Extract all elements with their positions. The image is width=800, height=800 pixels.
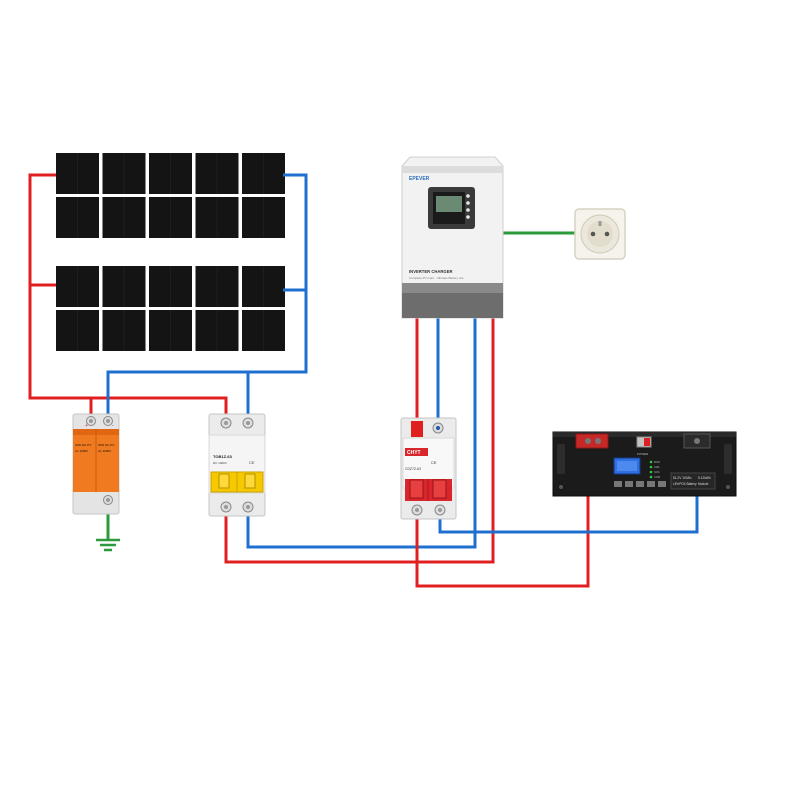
pv-breaker-model: TOB1Z-63 xyxy=(213,454,233,459)
battery-spec-line: 5.12kWh xyxy=(698,476,711,480)
inverter-subtitle: Complete PV input · Ultimate Battery Lit… xyxy=(409,276,464,280)
battery-spec-line: 51.2V 100Ah xyxy=(673,476,692,480)
battery-port xyxy=(636,481,644,487)
battery-breaker-brand: CHYT xyxy=(407,450,421,456)
spd-minus-label: - xyxy=(112,423,114,429)
spd-plus-label: + xyxy=(85,423,88,429)
battery-handle-right xyxy=(724,444,732,474)
spd-module-spec: Uc 1000V xyxy=(75,449,88,453)
breaker-to-battery-positive xyxy=(415,447,590,588)
solar-panel xyxy=(55,153,285,239)
inverter-charger: EPEVER INVERTER CHARGER Complete PV inpu… xyxy=(401,156,504,319)
spd-module-label: SPD DC-PV xyxy=(75,443,91,447)
inverter-brand: EPEVER xyxy=(409,176,430,182)
lithium-battery: POWER RUN ALM SOC COM 51.2V 100Ah LiFePO… xyxy=(552,431,737,497)
socket-icon xyxy=(574,208,626,260)
battery-spec-line: Module xyxy=(698,482,709,486)
battery-indicator-label: RUN xyxy=(654,460,660,464)
breaker-positive-terminal xyxy=(411,421,423,437)
inverter-name-label: INVERTER CHARGER xyxy=(409,269,453,274)
pv-breaker-ce: CE xyxy=(249,460,255,465)
inverter-button-icon[interactable] xyxy=(466,201,470,205)
pv-to-breaker-positive-wire xyxy=(91,396,228,420)
battery-handle-left xyxy=(557,444,565,474)
inverter-button-icon[interactable] xyxy=(466,215,470,219)
battery-positive-terminal xyxy=(575,433,609,449)
battery-power-label: POWER xyxy=(637,452,649,456)
battery-breaker-model: CDZ7Z-63 xyxy=(405,467,421,471)
spd-module-spec: Uc 1000V xyxy=(98,449,111,453)
battery-breaker-toggle[interactable] xyxy=(432,479,447,499)
spd-module-label: SPD DC-PV xyxy=(98,443,114,447)
battery-indicator-label: ALM xyxy=(654,465,659,469)
ground-icon xyxy=(96,538,120,552)
battery-indicator-label: SOC xyxy=(654,470,660,474)
battery-port xyxy=(625,481,633,487)
battery-port xyxy=(647,481,655,487)
pv-breaker-toggle[interactable] xyxy=(244,473,256,489)
inverter-lcd xyxy=(436,196,462,212)
battery-spec-line: LiFePO4 Battery xyxy=(673,482,697,486)
pv-dc-breaker: TOB1Z-63 DC 1000V CE xyxy=(208,413,266,517)
pv-breaker-spec: DC 1000V xyxy=(213,461,227,465)
battery-breaker: CHYT CDZ7Z-63 CE xyxy=(400,417,457,520)
inverter-button-icon[interactable] xyxy=(466,208,470,212)
battery-breaker-toggle[interactable] xyxy=(409,479,424,499)
pv-breaker-to-inverter-positive xyxy=(224,318,495,564)
pv-breaker-to-inverter-negative xyxy=(246,318,477,549)
battery-indicator-label: COM xyxy=(654,475,660,479)
inverter-button-icon[interactable] xyxy=(466,194,470,198)
battery-port xyxy=(614,481,622,487)
solar-panel-array xyxy=(55,153,285,352)
battery-port xyxy=(658,481,666,487)
pv-breaker-toggle[interactable] xyxy=(218,473,230,489)
surge-protector: + - SPD DC-PV SPD DC-PV Uc 1000V Uc 1000… xyxy=(72,413,120,515)
panel-negative-wire xyxy=(106,173,308,420)
solar-panel xyxy=(55,266,285,352)
panel-positive-wire xyxy=(28,173,93,420)
battery-breaker-ce: CE xyxy=(431,460,437,465)
